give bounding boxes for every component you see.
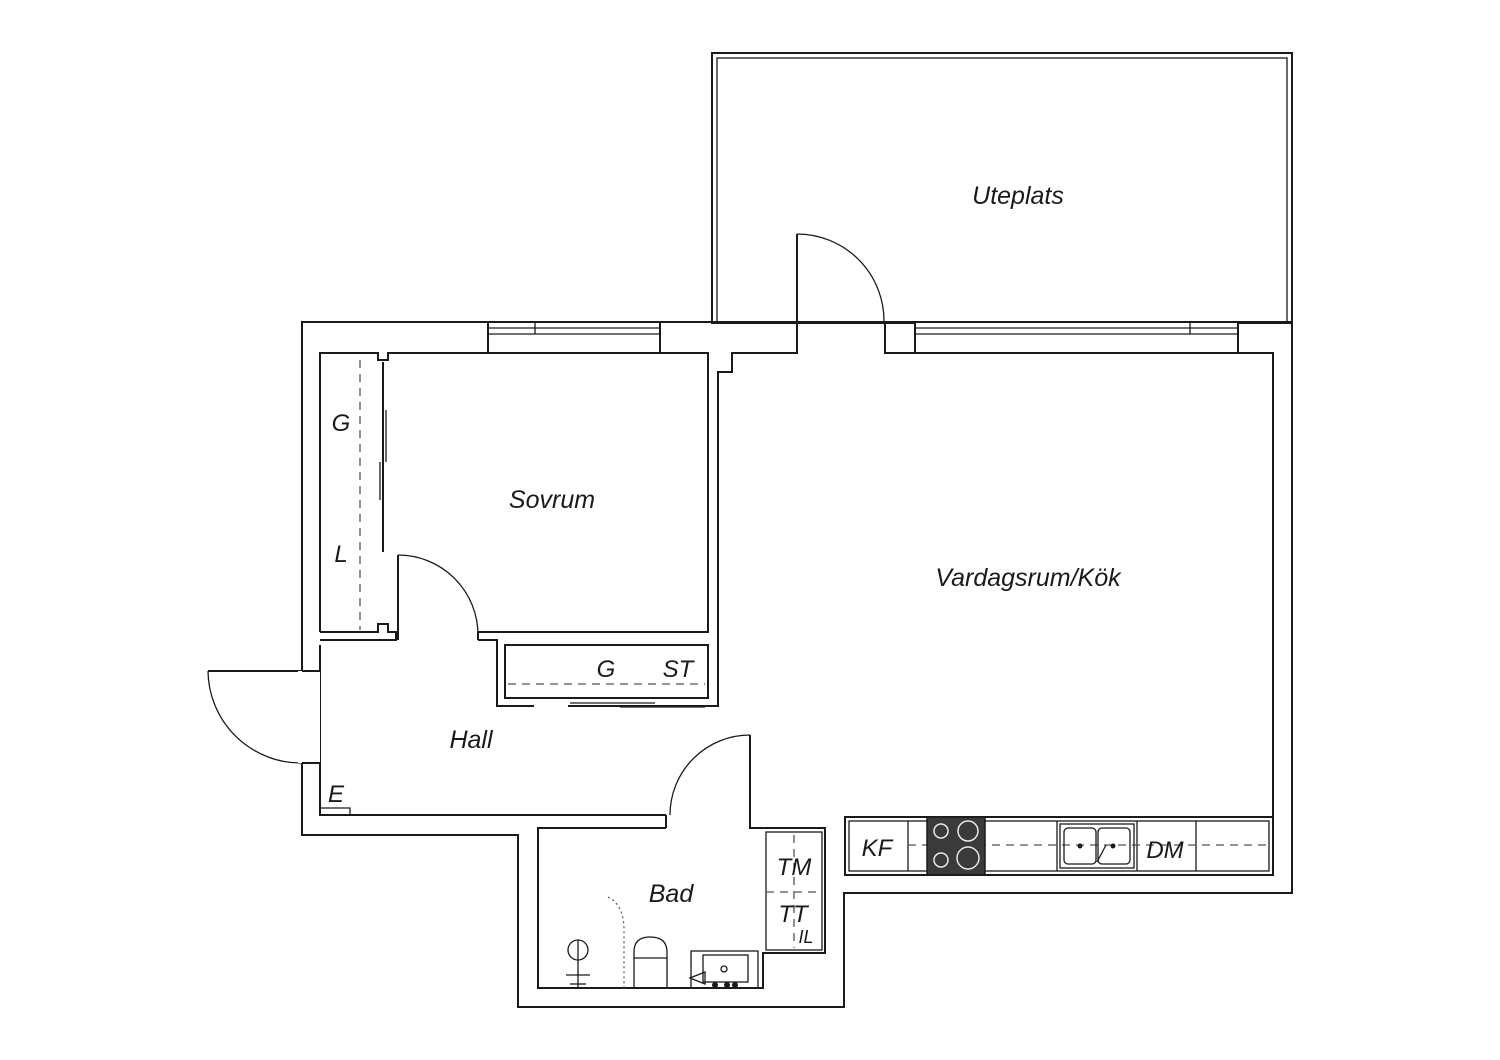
washbasin <box>688 950 759 989</box>
label-dryer-tt: TT <box>778 901 810 928</box>
room-label-bad: Bad <box>649 880 695 908</box>
label-linen-l: L <box>334 541 347 568</box>
room-label-hall: Hall <box>449 726 494 754</box>
label-closet-g: G <box>597 656 616 683</box>
wardrobe-left <box>319 352 709 641</box>
label-dishwasher-dm: DM <box>1146 837 1183 864</box>
laundry-area <box>765 831 823 951</box>
room-label-vardagsrum-kok: Vardagsrum/Kök <box>935 564 1122 592</box>
kitchen-counter <box>844 816 1274 876</box>
bedroom-door <box>397 554 479 640</box>
closet-g-st <box>504 644 709 708</box>
electric-panel <box>320 807 351 815</box>
label-wardrobe-g: G <box>332 410 351 437</box>
kitchen-sink <box>1059 823 1135 869</box>
label-il: IL <box>798 927 813 947</box>
toilet <box>633 936 668 988</box>
terrace-door <box>796 233 885 323</box>
room-label-uteplats: Uteplats <box>972 182 1064 210</box>
room-label-sovrum: Sovrum <box>509 486 595 514</box>
label-electric-e: E <box>328 781 345 808</box>
shower <box>566 896 625 988</box>
bathroom-door <box>665 734 751 828</box>
label-storage-st: ST <box>663 656 696 683</box>
outer-walls <box>301 321 1293 1008</box>
label-fridge-freezer-kf: KF <box>862 835 894 862</box>
window-living <box>914 321 1239 354</box>
entrance-door <box>207 670 320 764</box>
label-washer-tm: TM <box>777 854 812 881</box>
stove <box>926 816 986 876</box>
window-bedroom <box>487 321 661 354</box>
